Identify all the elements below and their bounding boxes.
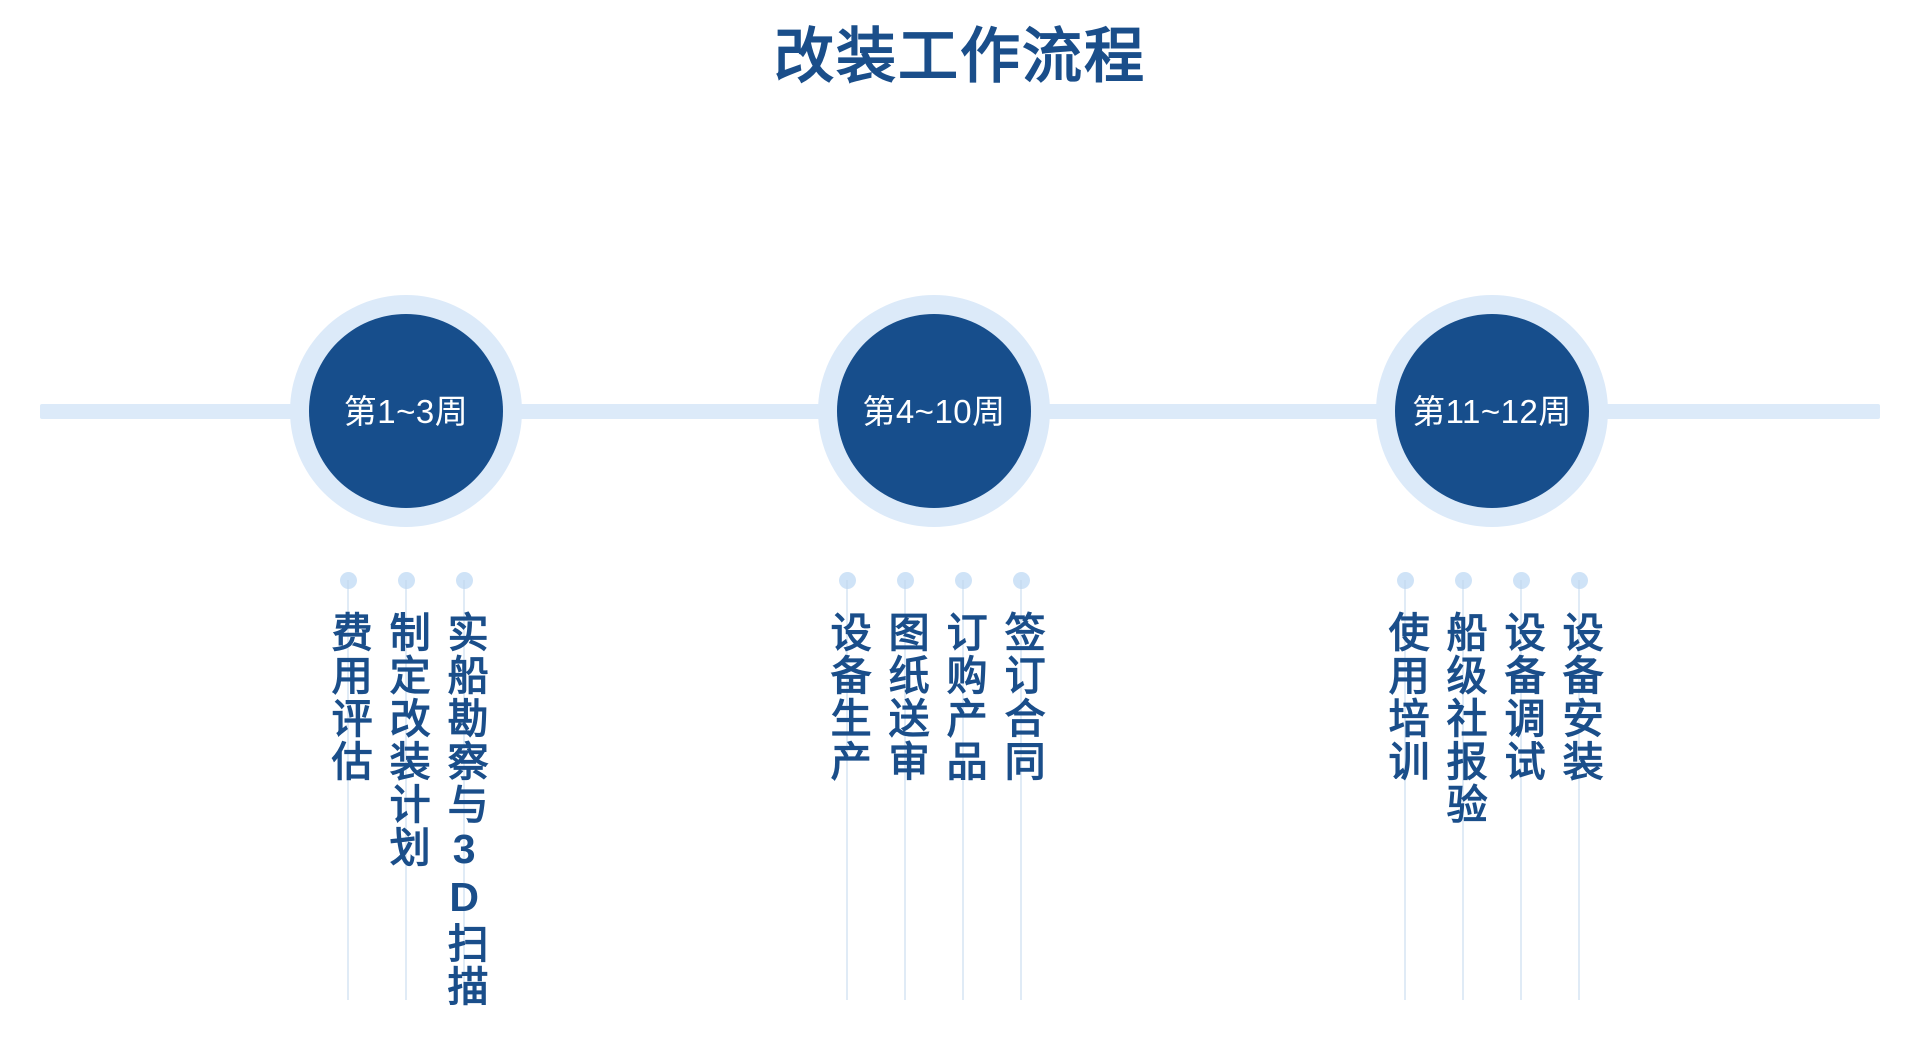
stage-circle-2[interactable]: 第4~10周 [818,295,1050,527]
task-item[interactable]: 实船勘察与3D扫描 [435,572,493,1008]
task-connector-line [1462,580,1464,1000]
stage-circle-inner: 第1~3周 [309,314,503,508]
task-item[interactable]: 船级社报验 [1434,572,1492,1000]
task-label: 设备调试 [1498,611,1545,783]
task-label: 实船勘察与3D扫描 [441,611,488,1008]
task-label: 订购产品 [940,611,987,783]
task-item[interactable]: 费用评估 [319,572,377,1000]
task-item[interactable]: 图纸送审 [876,572,934,1000]
task-label: 签订合同 [998,611,1045,783]
stage-circle-inner: 第11~12周 [1395,314,1589,508]
stage-task-list: 实船勘察与3D扫描制定改装计划费用评估 [319,572,493,1008]
task-label: 费用评估 [325,611,372,783]
task-connector-line [1020,580,1022,1000]
task-item[interactable]: 制定改装计划 [377,572,435,1000]
task-label: 设备安装 [1556,611,1603,783]
task-connector-line [1578,580,1580,1000]
task-connector-line [405,580,407,1000]
task-connector-line [904,580,906,1000]
task-label: 制定改装计划 [383,611,430,869]
stage-week-label: 第1~3周 [343,392,469,430]
task-connector-line [1520,580,1522,1000]
task-connector-line [846,580,848,1000]
task-item[interactable]: 订购产品 [934,572,992,1000]
task-item[interactable]: 设备安装 [1550,572,1608,1000]
stage-circle-inner: 第4~10周 [837,314,1031,508]
stage-circle-3[interactable]: 第11~12周 [1376,295,1608,527]
task-item[interactable]: 设备调试 [1492,572,1550,1000]
stage-week-label: 第11~12周 [1412,392,1572,430]
task-item[interactable]: 设备生产 [818,572,876,1000]
task-item[interactable]: 签订合同 [992,572,1050,1000]
stage-circle-1[interactable]: 第1~3周 [290,295,522,527]
stage-task-list: 设备安装设备调试船级社报验使用培训 [1376,572,1608,1000]
stage-week-label: 第4~10周 [862,392,1006,430]
task-label: 船级社报验 [1440,611,1487,826]
task-item[interactable]: 使用培训 [1376,572,1434,1000]
task-label: 图纸送审 [882,611,929,783]
task-label: 使用培训 [1382,611,1429,783]
task-connector-line [463,580,465,1000]
task-connector-line [962,580,964,1000]
task-label: 设备生产 [824,611,871,783]
stage-task-list: 签订合同订购产品图纸送审设备生产 [818,572,1050,1000]
task-connector-line [1404,580,1406,1000]
page-title: 改装工作流程 [774,23,1146,90]
task-connector-line [347,580,349,1000]
